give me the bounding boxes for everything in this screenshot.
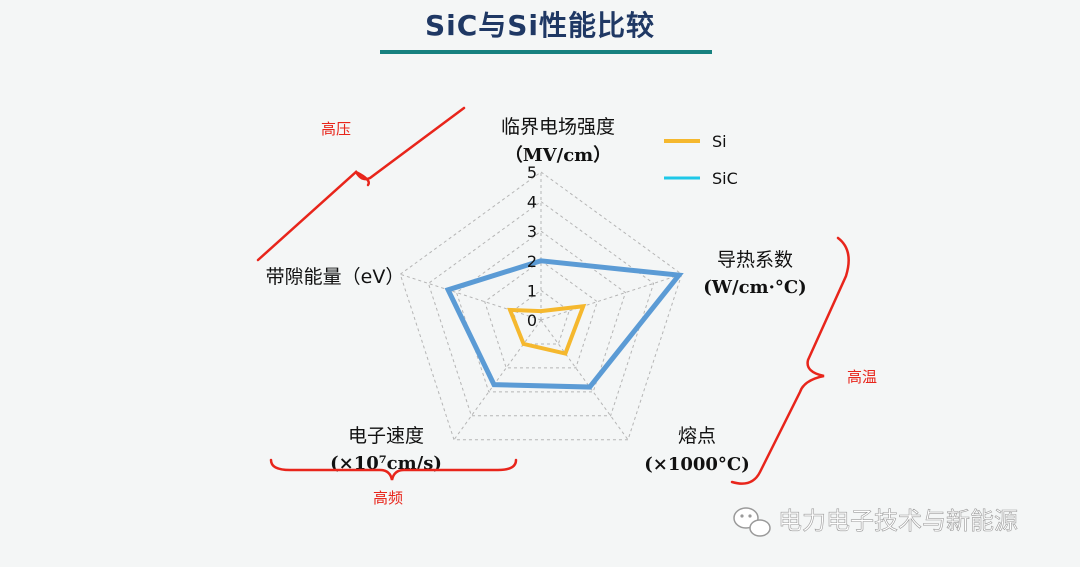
grid-spoke-1 (540, 273, 682, 321)
axis-label-melting-point: 熔点 (678, 425, 716, 447)
legend-label-si: Si (712, 132, 727, 151)
watermark-text: 电力电子技术与新能源 (778, 507, 1018, 535)
title-underline (380, 50, 712, 54)
axis-unit-critical-field: （MV/cm） (505, 145, 611, 166)
series-sic (444, 258, 684, 390)
grid-ring-5 (399, 171, 683, 441)
bracket-high-temp (730, 236, 850, 485)
grid-spoke-2 (540, 319, 629, 441)
axis-label-critical-field: 临界电场强度 (501, 116, 615, 138)
tick-label-5: 5 (527, 163, 537, 182)
axis-label-thermal-conductivity: 导热系数 (717, 249, 793, 271)
grid-spoke-3 (453, 319, 542, 441)
radar-series (444, 258, 684, 390)
radar-tick-labels: 0 1 2 3 4 5 (527, 163, 537, 330)
grid-spoke-4 (400, 273, 542, 321)
annotation-high-freq: 高频 (373, 489, 403, 507)
bracket-high-voltage (256, 106, 466, 262)
radar-grid (399, 171, 683, 441)
axis-label-electron-velocity: 电子速度 (348, 425, 424, 447)
grid-ring-2 (484, 260, 598, 369)
annotation-high-voltage: 高压 (321, 120, 351, 138)
annotation-high-temp: 高温 (847, 368, 877, 386)
legend: Si SiC (664, 132, 738, 188)
series-si (507, 303, 587, 356)
axis-label-bandgap: 带隙能量（eV） (266, 266, 405, 288)
axis-unit-thermal-conductivity: (W/cm·°C) (703, 277, 806, 298)
tick-label-2: 2 (527, 252, 537, 271)
watermark: 电力电子技术与新能源 (733, 507, 1018, 537)
bracket-high-voltage-tip (354, 170, 370, 187)
wechat-icon (733, 507, 771, 537)
tick-label-1: 1 (527, 281, 537, 300)
tick-label-3: 3 (527, 222, 537, 241)
bracket-high-freq (269, 458, 518, 481)
page-title: SiC与Si性能比较 (424, 9, 656, 42)
grid-ring-1 (512, 289, 570, 345)
axis-unit-melting-point: (×1000°C) (644, 454, 750, 475)
tick-label-4: 4 (527, 193, 537, 212)
legend-label-sic: SiC (712, 169, 738, 188)
tick-label-0: 0 (527, 311, 537, 330)
